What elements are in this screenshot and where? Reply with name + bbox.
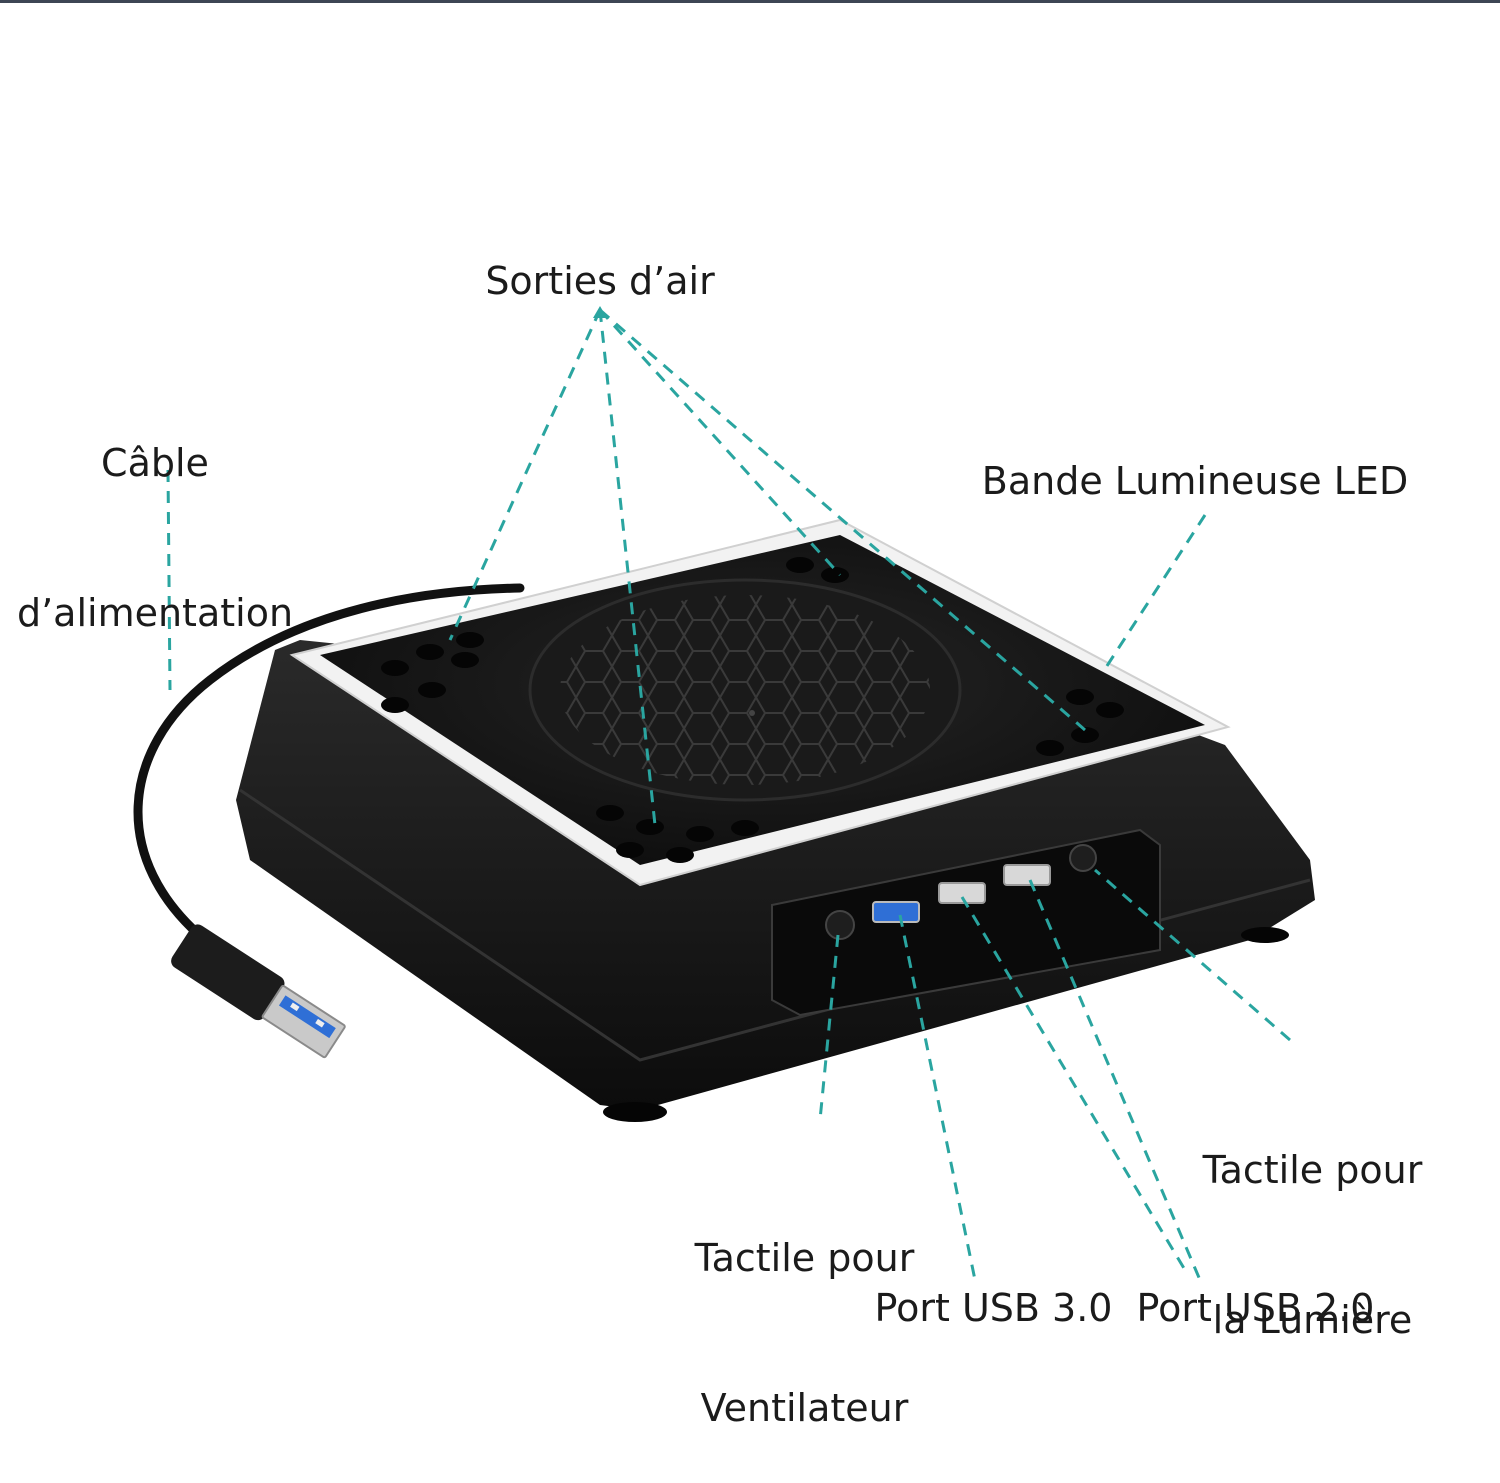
air-vent-holes [381,557,1124,863]
power-cable-line2: d’alimentation [16,591,294,635]
air-outlets-label: Sorties d’air [485,259,715,303]
fan-touch-button [825,910,855,940]
port-panel [771,828,1161,1017]
usb2-port-label: Port USB 2.0 [1136,1286,1375,1330]
fan-touch-line1: Tactile pour [694,1236,915,1280]
power-cable-line1: Câble [101,441,209,485]
top-border [0,0,1500,3]
fan-touch-line2: Ventilateur [700,1386,909,1430]
light-touch-label: Tactile pour la Lumière [1180,1045,1445,1395]
led-strip-label: Bande Lumineuse LED [981,459,1409,503]
usb2-port-icon [1003,864,1051,886]
light-touch-button [1069,844,1097,872]
foot [603,1102,667,1122]
usb3-port-label: Port USB 3.0 [874,1286,1113,1330]
device-illustration [133,306,1315,1281]
callout-lines [166,308,1291,1281]
foot [1241,927,1289,943]
power-cable [133,583,525,945]
power-cable-label: Câble d’alimentation [5,338,305,688]
light-touch-line1: Tactile pour [1202,1148,1423,1192]
usb2-port-icon [938,882,986,904]
fan-grille [560,595,930,785]
usb3-port-icon [872,901,920,923]
usb-plug-icon [171,924,346,1059]
